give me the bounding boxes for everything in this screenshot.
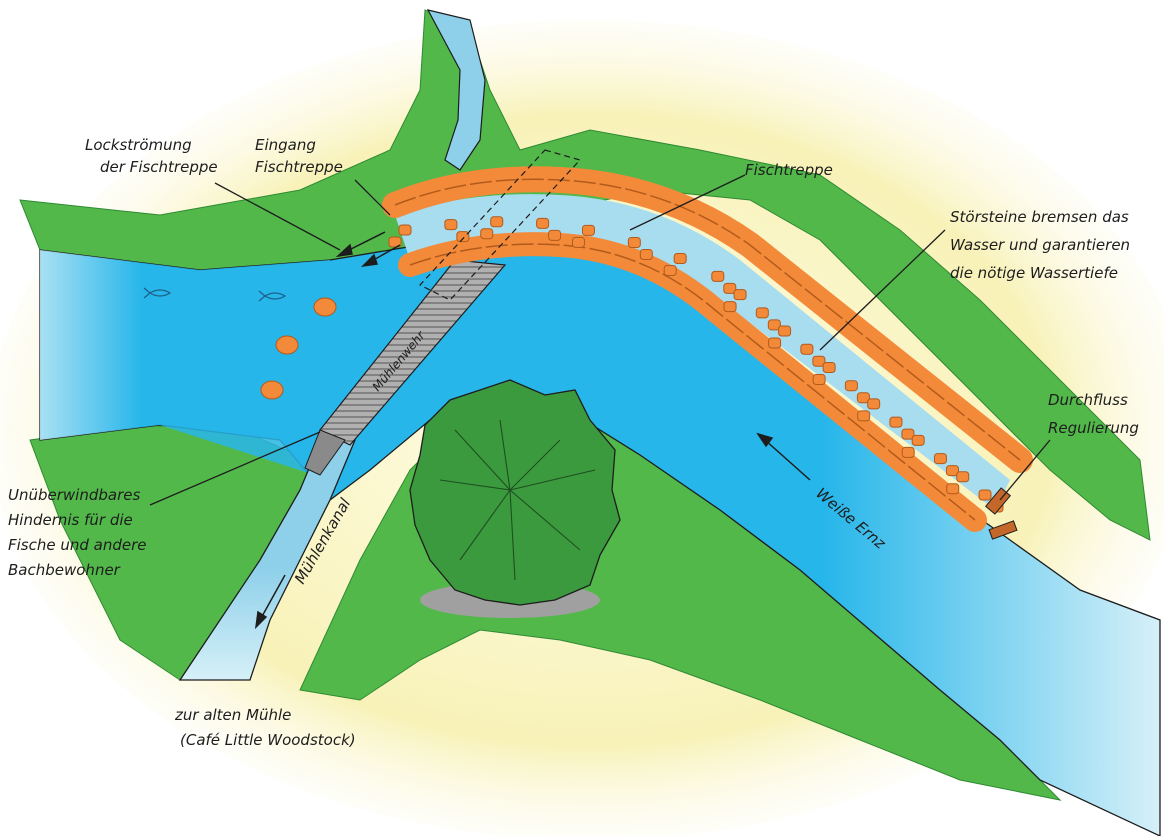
river-stone — [314, 298, 336, 316]
stoerstein — [549, 230, 561, 240]
river-stone — [276, 336, 298, 354]
stoerstein — [399, 225, 411, 235]
stoerstein — [628, 238, 640, 248]
stoerstein — [664, 266, 676, 276]
stoerstein — [823, 362, 835, 372]
stoerstein — [537, 218, 549, 228]
stoerstein — [902, 447, 914, 457]
stoerstein — [868, 399, 880, 409]
stoerstein — [813, 374, 825, 384]
stoerstein — [674, 254, 686, 264]
stoerstein — [845, 381, 857, 391]
stoerstein — [769, 338, 781, 348]
stoerstein — [801, 344, 813, 354]
stoerstein — [979, 490, 991, 500]
stoerstein — [491, 217, 503, 227]
stoerstein — [779, 326, 791, 336]
stoerstein — [712, 271, 724, 281]
stoerstein — [734, 290, 746, 300]
stoerstein — [724, 302, 736, 312]
stoerstein — [756, 308, 768, 318]
label-stoersteine: Störsteine bremsen das Wasser und garant… — [950, 208, 1135, 282]
stoerstein — [457, 232, 469, 242]
stoerstein — [572, 237, 584, 247]
stoerstein — [640, 250, 652, 260]
stoerstein — [445, 220, 457, 230]
stoerstein — [582, 225, 594, 235]
stoerstein — [912, 435, 924, 445]
stoerstein — [934, 454, 946, 464]
stoerstein — [957, 472, 969, 482]
label-fischtreppe: Fischtreppe — [745, 161, 833, 179]
stoerstein — [947, 484, 959, 494]
stoerstein — [858, 411, 870, 421]
stoerstein — [890, 417, 902, 427]
river-stone — [261, 381, 283, 399]
stoerstein — [481, 229, 493, 239]
